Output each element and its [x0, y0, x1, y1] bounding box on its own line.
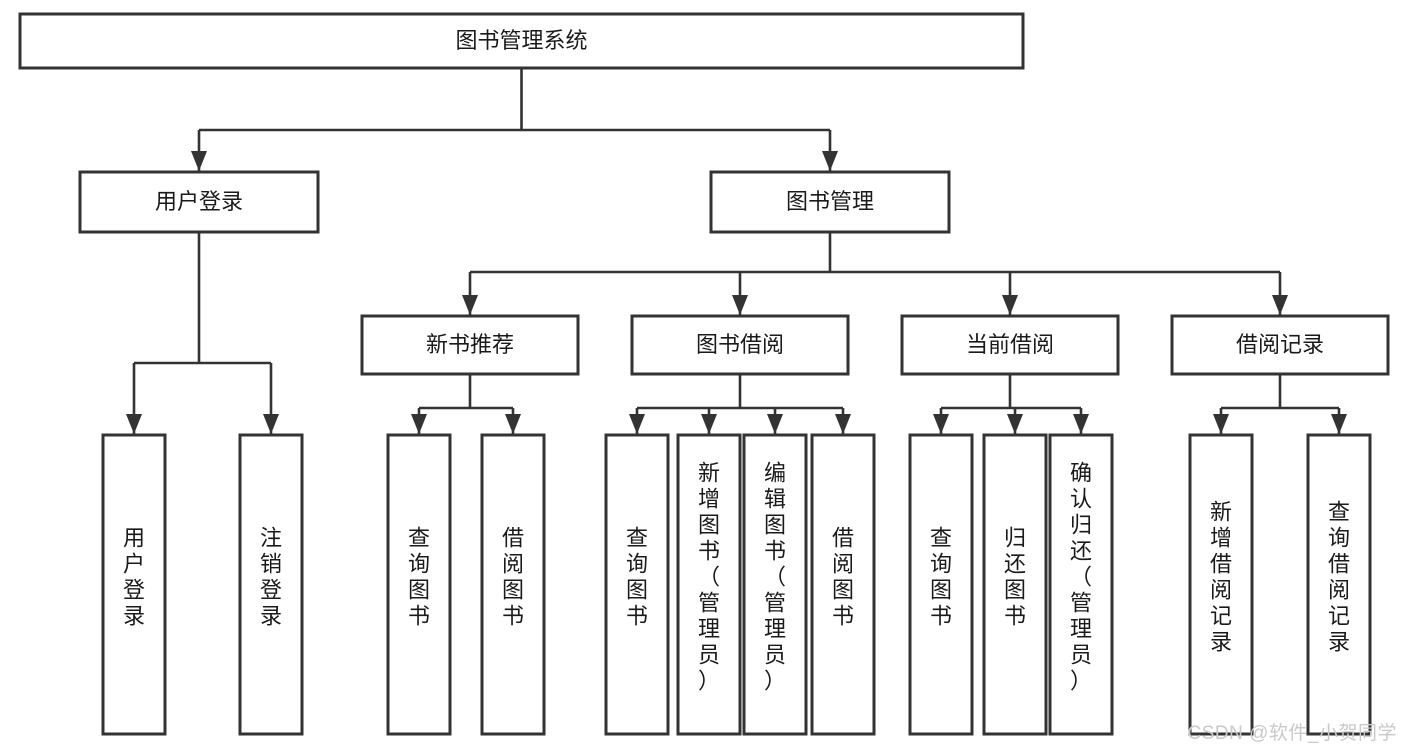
leaf-node[interactable]: 用户登录	[101, 433, 167, 736]
leaf-label: 用户登录	[123, 526, 145, 629]
level3-node[interactable]: 借阅记录	[1170, 314, 1390, 376]
level3-node[interactable]: 新书推荐	[360, 314, 580, 376]
leaf-box[interactable]	[1306, 433, 1372, 736]
leaf-node[interactable]: 注销登录	[238, 433, 304, 736]
leaf-node[interactable]: 归还图书	[982, 433, 1048, 736]
leaf-box[interactable]	[908, 433, 974, 736]
level3-label: 借阅记录	[1236, 332, 1324, 357]
leaf-box[interactable]	[238, 433, 304, 736]
leaf-label: 查询图书	[626, 526, 648, 629]
edge-arrowhead	[1272, 295, 1288, 315]
leaf-node[interactable]: 查询图书	[908, 433, 974, 736]
leaf-label: 新增借阅记录	[1210, 500, 1232, 655]
edge-arrowhead	[462, 295, 478, 315]
leaf-box[interactable]	[982, 433, 1048, 736]
leaf-box[interactable]	[1188, 433, 1254, 736]
root-label: 图书管理系统	[455, 28, 587, 53]
leaf-node[interactable]: 新增图书（管理员）	[676, 433, 742, 736]
leaf-node[interactable]: 查询借阅记录	[1306, 433, 1372, 736]
leaf-box[interactable]	[676, 433, 742, 736]
edge-arrowhead	[822, 151, 838, 171]
level3-node[interactable]: 图书借阅	[630, 314, 850, 376]
leaf-box[interactable]	[810, 433, 876, 736]
edge-arrowhead	[701, 414, 717, 434]
edge-arrowhead	[767, 414, 783, 434]
edges-layer	[126, 68, 1347, 434]
leaf-label: 借阅图书	[832, 526, 854, 629]
nodes-layer: 图书管理系统用户登录图书管理新书推荐图书借阅当前借阅借阅记录用户登录注销登录查询…	[18, 12, 1390, 736]
leaf-label: 编辑图书（管理员）	[764, 461, 786, 694]
level3-node[interactable]: 当前借阅	[900, 314, 1120, 376]
edge-arrowhead	[411, 414, 427, 434]
leaf-node[interactable]: 查询图书	[386, 433, 452, 736]
edge-arrowhead	[629, 414, 645, 434]
leaf-node[interactable]: 查询图书	[604, 433, 670, 736]
leaf-node[interactable]: 借阅图书	[480, 433, 546, 736]
edge-arrowhead	[1007, 414, 1023, 434]
level3-box[interactable]	[360, 314, 580, 376]
leaf-node[interactable]: 借阅图书	[810, 433, 876, 736]
edge-arrowhead	[1073, 414, 1089, 434]
leaf-box[interactable]	[742, 433, 808, 736]
leaf-label: 新增图书（管理员）	[698, 461, 720, 694]
edge-arrowhead	[263, 414, 279, 434]
edge-arrowhead	[835, 414, 851, 434]
level2-label: 用户登录	[155, 189, 243, 214]
leaf-label: 注销登录	[260, 526, 282, 629]
level3-box[interactable]	[900, 314, 1120, 376]
edge-arrowhead	[191, 151, 207, 171]
edge-arrowhead	[732, 295, 748, 315]
edge-arrowhead	[933, 414, 949, 434]
leaf-box[interactable]	[604, 433, 670, 736]
edge-arrowhead	[1002, 295, 1018, 315]
level3-label: 当前借阅	[966, 332, 1054, 357]
level2-box[interactable]	[709, 170, 951, 234]
edge-arrowhead	[1213, 414, 1229, 434]
level2-node[interactable]: 用户登录	[78, 170, 320, 234]
watermark-text: CSDN @软件_小贺同学	[1187, 723, 1397, 744]
leaf-label: 查询借阅记录	[1328, 500, 1350, 655]
level3-box[interactable]	[1170, 314, 1390, 376]
leaf-node[interactable]: 编辑图书（管理员）	[742, 433, 808, 736]
leaf-label: 查询图书	[930, 526, 952, 629]
edge-arrowhead	[126, 414, 142, 434]
leaf-label: 归还图书	[1004, 526, 1026, 629]
leaf-label: 借阅图书	[502, 526, 524, 629]
level2-box[interactable]	[78, 170, 320, 234]
level3-label: 新书推荐	[426, 332, 514, 357]
level2-label: 图书管理	[786, 189, 874, 214]
level3-label: 图书借阅	[696, 332, 784, 357]
leaf-box[interactable]	[1048, 433, 1114, 736]
leaf-node[interactable]: 新增借阅记录	[1188, 433, 1254, 736]
edge-arrowhead	[505, 414, 521, 434]
level3-box[interactable]	[630, 314, 850, 376]
edge-arrowhead	[1331, 414, 1347, 434]
root-node[interactable]: 图书管理系统	[18, 12, 1025, 70]
leaf-box[interactable]	[480, 433, 546, 736]
leaf-box[interactable]	[101, 433, 167, 736]
leaf-label: 确认归还（管理员）	[1070, 461, 1092, 694]
level2-node[interactable]: 图书管理	[709, 170, 951, 234]
leaf-label: 查询图书	[408, 526, 430, 629]
leaf-box[interactable]	[386, 433, 452, 736]
leaf-node[interactable]: 确认归还（管理员）	[1048, 433, 1114, 736]
root-box[interactable]	[18, 12, 1025, 70]
